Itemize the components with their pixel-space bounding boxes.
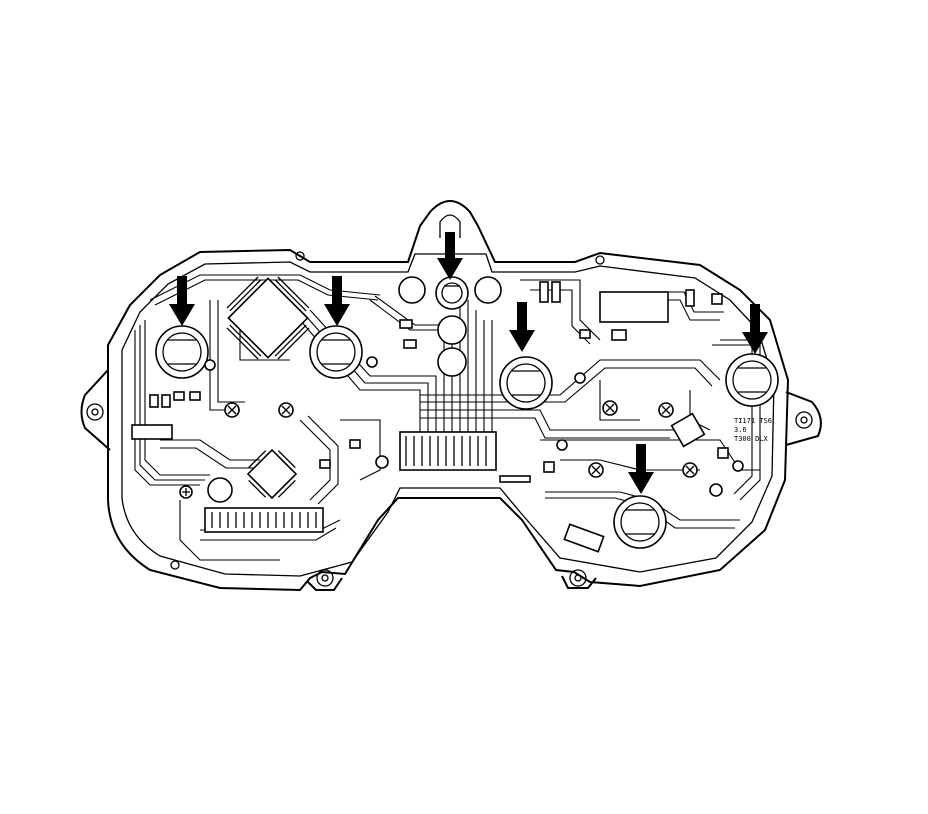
chip-small <box>246 448 298 500</box>
screws <box>179 400 698 499</box>
bottom-left-connector <box>204 507 324 533</box>
screw-1 <box>224 402 240 418</box>
bulb-socket-3 <box>435 276 469 310</box>
small-pad <box>499 475 531 483</box>
screw-3 <box>602 400 618 416</box>
board-label-3: T300 DLX <box>734 435 769 443</box>
chip-large <box>226 276 310 360</box>
bulb-socket-4 <box>499 356 553 410</box>
screw-4 <box>658 402 674 418</box>
screw-8 <box>375 455 389 469</box>
arrow-socket-1 <box>169 276 195 326</box>
display-module <box>599 291 669 323</box>
bulb-socket-1 <box>155 325 209 379</box>
arrow-socket-5 <box>742 304 768 354</box>
bulb-socket-6 <box>613 495 667 549</box>
small-socket-c <box>437 315 467 345</box>
center-connector <box>399 431 497 471</box>
small-components <box>149 281 744 497</box>
small-socket-b <box>474 276 502 304</box>
board-label-1: TI171 TS6 <box>734 417 772 425</box>
bulb-socket-2 <box>309 325 363 379</box>
screw-6 <box>682 462 698 478</box>
small-socket-e <box>207 477 233 503</box>
board-labels: TI171 TS6 3.6 T300 DLX <box>734 417 772 443</box>
small-socket-a <box>398 276 426 304</box>
arrow-socket-3 <box>437 232 463 280</box>
arrow-socket-6 <box>628 444 654 494</box>
left-connector <box>131 424 173 440</box>
board-label-2: 3.6 <box>734 426 747 434</box>
small-square-component <box>670 412 706 448</box>
bulb-socket-5 <box>725 353 779 407</box>
chips <box>226 276 706 500</box>
bottom-right-connector <box>563 523 605 553</box>
screw-7 <box>179 485 193 499</box>
board-outline <box>80 200 822 592</box>
small-socket-d <box>437 347 467 377</box>
screw-5 <box>588 462 604 478</box>
bulb-sockets <box>155 276 779 549</box>
screw-2 <box>278 402 294 418</box>
indicator-arrows <box>169 232 768 494</box>
connectors <box>131 424 605 553</box>
arrow-socket-2 <box>324 276 350 326</box>
arrow-socket-4 <box>509 302 535 352</box>
